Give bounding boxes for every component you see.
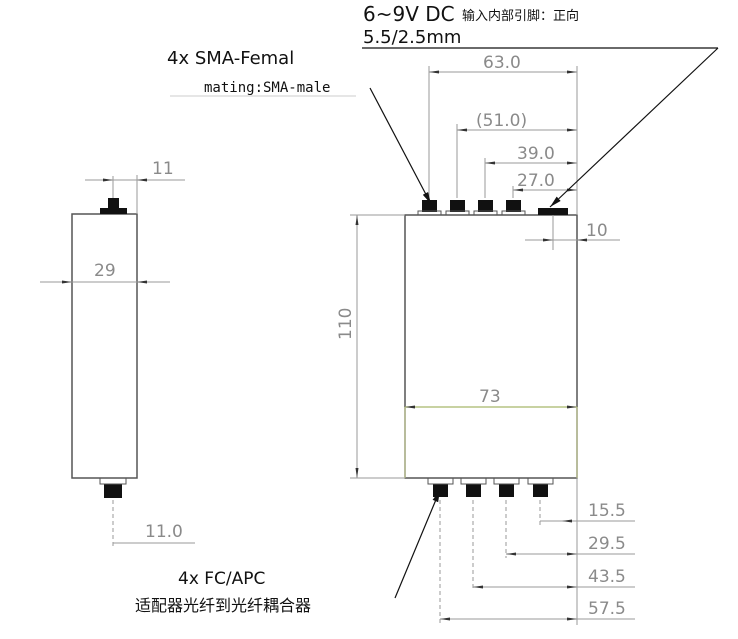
dim-side-bottom: 11.0 xyxy=(145,522,183,542)
dim-39: 39.0 xyxy=(517,144,555,164)
dim-110: 110 xyxy=(336,308,356,340)
dc-size-label: 5.5/2.5mm xyxy=(363,27,461,48)
sma-mating-label: mating:SMA-male xyxy=(204,80,330,96)
front-view: 63.0 (51.0) 39.0 27.0 10 110 73 15.5 29.… xyxy=(336,53,635,625)
side-body xyxy=(71,213,138,479)
side-bottom-connector xyxy=(99,477,127,498)
dim-15-5: 15.5 xyxy=(588,501,626,521)
sma-type-label: 4x SMA-Femal xyxy=(167,48,294,69)
fc-callout: 4x FC/APC 适配器光纤到光纤耦合器 xyxy=(135,489,441,615)
dim-57-5: 57.5 xyxy=(588,599,626,619)
sma-callout: 4x SMA-Femal mating:SMA-male xyxy=(167,48,432,205)
fc-connectors xyxy=(427,477,554,497)
dim-63: 63.0 xyxy=(483,53,521,73)
dc-voltage-label: 6~9V DC xyxy=(363,2,455,26)
sma-connectors xyxy=(417,200,526,216)
dc-polarity-note: 输入内部引脚：正向 xyxy=(462,8,579,24)
dim-27: 27.0 xyxy=(517,171,555,191)
dim-43-5: 43.5 xyxy=(588,567,626,587)
side-view: 11 29 11.0 xyxy=(40,159,195,548)
side-top-connector xyxy=(100,198,127,214)
dim-51: (51.0) xyxy=(476,111,527,131)
dim-29-5: 29.5 xyxy=(588,534,626,554)
front-body xyxy=(404,214,578,479)
dc-callout: 6~9V DC 输入内部引脚：正向 5.5/2.5mm xyxy=(362,2,719,208)
fc-description-label: 适配器光纤到光纤耦合器 xyxy=(135,596,311,615)
dim-73: 73 xyxy=(479,387,501,407)
dim-side-width: 29 xyxy=(94,261,116,281)
dim-side-top: 11 xyxy=(152,159,174,179)
fc-type-label: 4x FC/APC xyxy=(178,569,265,589)
dim-10: 10 xyxy=(586,221,608,241)
dc-jack xyxy=(538,208,568,215)
